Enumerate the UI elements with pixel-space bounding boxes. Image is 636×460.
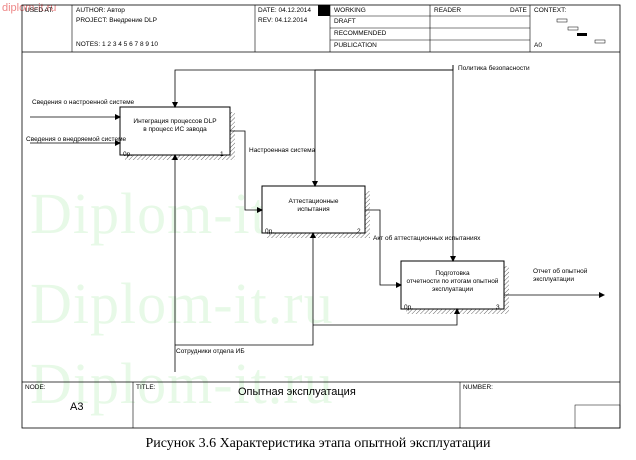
- status-marker: [318, 5, 330, 16]
- output-arrow: [365, 209, 402, 288]
- mechanism-arrow: [175, 232, 316, 346]
- arrow-label-output: Акт об аттестационных испытаниях: [373, 235, 481, 242]
- process-box-cost: 0р.: [404, 304, 414, 311]
- page-title: Опытная эксплуатация: [238, 386, 356, 398]
- watermark-text: Diplom-it.ru: [30, 271, 334, 336]
- process-box-label: Аттестационные испытания: [288, 198, 339, 213]
- output-arrow: [230, 130, 263, 213]
- node-label: NODE:: [25, 384, 46, 391]
- process-box-label: Интеграция процессов DLP в процесс ИС за…: [133, 118, 217, 133]
- watermark-text: Diplom-it.ru: [30, 351, 334, 416]
- number-label: NUMBER:: [463, 384, 493, 391]
- figure-caption: Рисунок 3.6 Характеристика этапа опытной…: [145, 436, 491, 451]
- control-arrow: [172, 65, 454, 108]
- status-draft: DRAFT: [334, 18, 356, 25]
- node-value: A3: [70, 401, 84, 413]
- title-label: TITLE:: [136, 384, 156, 391]
- reader-date-label: DATE: [510, 7, 527, 14]
- context-node: A0: [534, 42, 542, 49]
- process-box-number: 1: [220, 151, 224, 158]
- process-box-number: 3: [496, 304, 500, 311]
- mechanism-arrow: [313, 308, 460, 326]
- arrow-label-output: Отчет об опытной эксплуатации: [533, 268, 588, 283]
- control-arrow: [312, 69, 453, 187]
- process-box-cost: 0р.: [265, 228, 275, 235]
- project-field: PROJECT: Внедрение DLP: [76, 17, 157, 24]
- rev-field: REV: 04.12.2014: [258, 17, 308, 24]
- used-at-label: USED AT:: [25, 7, 54, 14]
- arrow-label-mechanism: Сотрудники отдела ИБ: [176, 348, 245, 355]
- process-box-number: 2: [357, 228, 361, 235]
- date-field: DATE: 04.12.2014: [258, 7, 311, 14]
- status-publication: PUBLICATION: [334, 42, 377, 49]
- arrow-label-output: Настроенная система: [249, 147, 316, 154]
- arrow-label-input: Сведения о внедряемой системе: [26, 136, 127, 143]
- notes-field: NOTES: 1 2 3 4 5 6 7 8 9 10: [76, 41, 159, 48]
- arrow-label-control: Политика безопасности: [458, 65, 530, 72]
- context-label: CONTEXT:: [534, 7, 567, 14]
- author-field: AUTHOR: Автор: [76, 7, 125, 14]
- process-box-label: Подготовка отчетности по итогам опытной …: [406, 270, 499, 293]
- process-box-3: [400, 260, 505, 310]
- status-working: WORKING: [334, 7, 366, 14]
- reader-label: READER: [434, 7, 462, 14]
- status-recommended: RECOMMENDED: [334, 30, 387, 37]
- process-box-2: [261, 185, 366, 234]
- arrow-label-input: Сведения о настроенной системе: [32, 99, 135, 106]
- process-box-cost: 0р.: [123, 151, 133, 158]
